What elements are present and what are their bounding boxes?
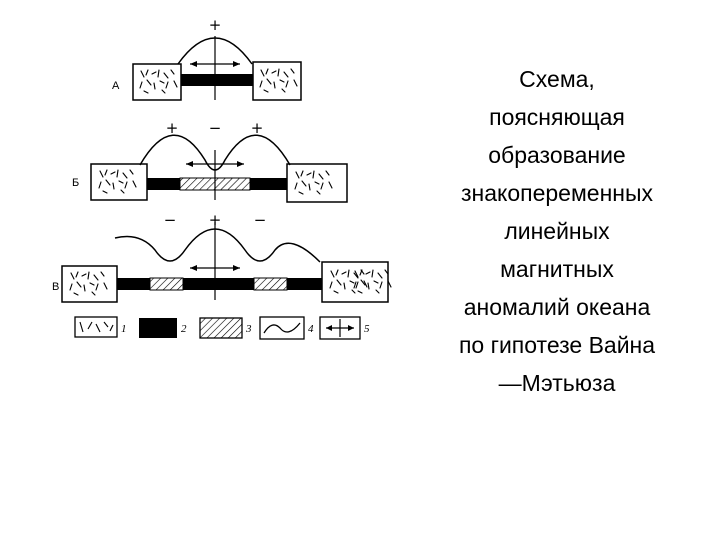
row-b-left-block xyxy=(90,163,148,201)
legend-num-3: 3 xyxy=(245,323,252,335)
legend-num-5: 5 xyxy=(364,323,370,335)
row-v-right-block xyxy=(321,261,392,303)
row-v-sign-2: + xyxy=(209,211,222,229)
row-a-label: А xyxy=(112,80,120,92)
row-b-axis xyxy=(186,150,244,200)
legend-num-1: 1 xyxy=(121,323,127,335)
row-v-anomaly-curve xyxy=(114,228,321,263)
legend-item-1: 1 xyxy=(74,316,127,338)
row-b-right-block xyxy=(286,163,348,203)
row-a-normal-strip xyxy=(181,74,253,86)
row-b-sign-2: − xyxy=(209,119,222,137)
row-b-label: Б xyxy=(72,177,79,189)
row-a-sign-1: + xyxy=(209,16,222,34)
row-v-sign-1: − xyxy=(164,211,177,229)
row-v-normal-strip xyxy=(117,278,322,290)
legend-item-3: 3 xyxy=(199,317,252,339)
vine-matthews-diagram: А + Б xyxy=(52,16,392,340)
row-b-sign-1: + xyxy=(166,119,179,137)
row-v-sign-3: − xyxy=(254,211,267,229)
row-a-left-block xyxy=(132,63,182,101)
row-v-axis xyxy=(190,222,240,300)
row-v-label: В xyxy=(52,281,59,293)
legend-num-2: 2 xyxy=(181,323,187,335)
row-b-sign-3: + xyxy=(251,119,264,137)
row-a: А + xyxy=(112,16,302,101)
legend-item-5: 5 xyxy=(319,316,370,340)
row-a-right-block xyxy=(252,61,302,101)
caption-text: Схема, поясняющая образование знакоперем… xyxy=(458,66,656,396)
legend-num-4: 4 xyxy=(308,323,314,335)
row-v-reversed-strip-left xyxy=(149,277,184,291)
row-b: Б + − + xyxy=(72,119,348,203)
legend-item-4: 4 xyxy=(259,316,314,340)
legend: 1 2 3 4 5 xyxy=(74,316,370,340)
row-v-left-block xyxy=(61,265,118,303)
row-a-axis xyxy=(190,36,240,100)
legend-item-2: 2 xyxy=(139,318,187,338)
row-v: В − + − xyxy=(52,211,392,303)
row-v-reversed-strip-right xyxy=(253,277,288,291)
